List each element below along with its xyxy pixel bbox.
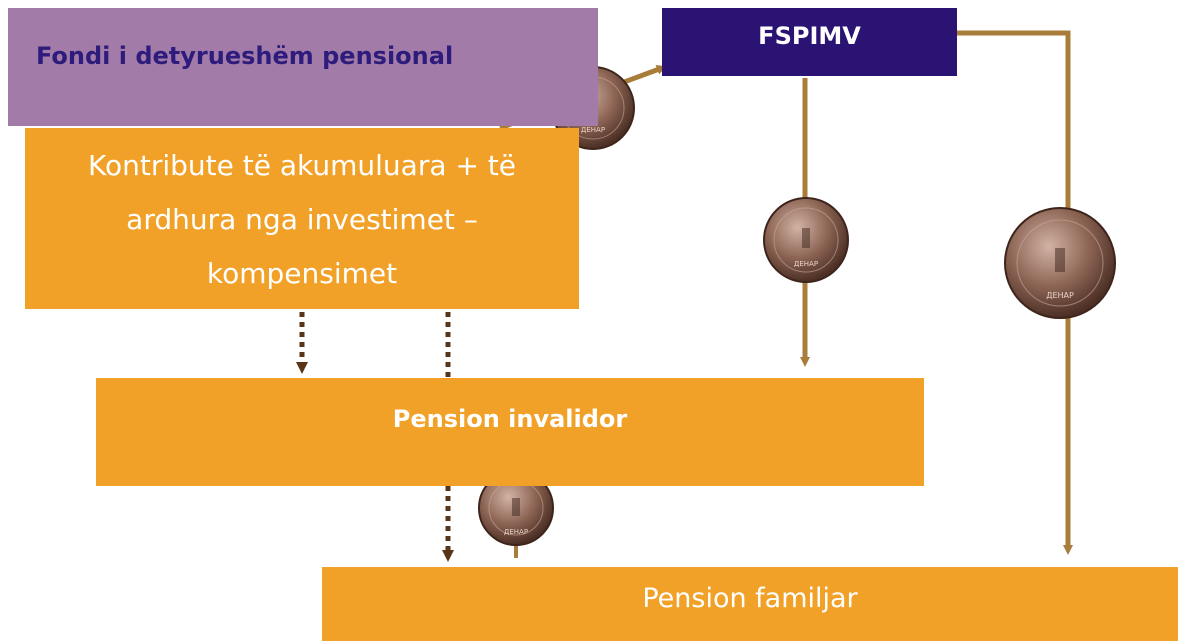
- coin-icon: ДЕНАР: [478, 470, 554, 546]
- arrow-fspimv-to-familjar: [957, 30, 1073, 555]
- fondi-box: Fondi i detyrueshëm pensional: [8, 8, 598, 126]
- kontribute-line-3: kompensimet: [206, 256, 398, 290]
- kontribute-box: Kontribute të akumuluara + të ardhura ng…: [25, 128, 579, 309]
- kontribute-line-1: Kontribute të akumuluara + të: [88, 148, 516, 182]
- coin-label: ДЕНАР: [504, 528, 528, 536]
- pension-invalidor-box: Pension invalidor: [96, 378, 924, 486]
- fspimv-label: FSPIMV: [758, 22, 861, 50]
- pension-familjar-label: Pension familjar: [642, 582, 858, 614]
- pension-invalidor-label: Pension invalidor: [392, 405, 628, 433]
- fondi-label: Fondi i detyrueshëm pensional: [36, 42, 454, 70]
- coin-label: ДЕНАР: [581, 126, 605, 134]
- fspimv-box: FSPIMV: [662, 8, 957, 76]
- pension-familjar-box: Pension familjar: [322, 567, 1178, 641]
- kontribute-line-2: ardhura nga investimet –: [126, 202, 478, 236]
